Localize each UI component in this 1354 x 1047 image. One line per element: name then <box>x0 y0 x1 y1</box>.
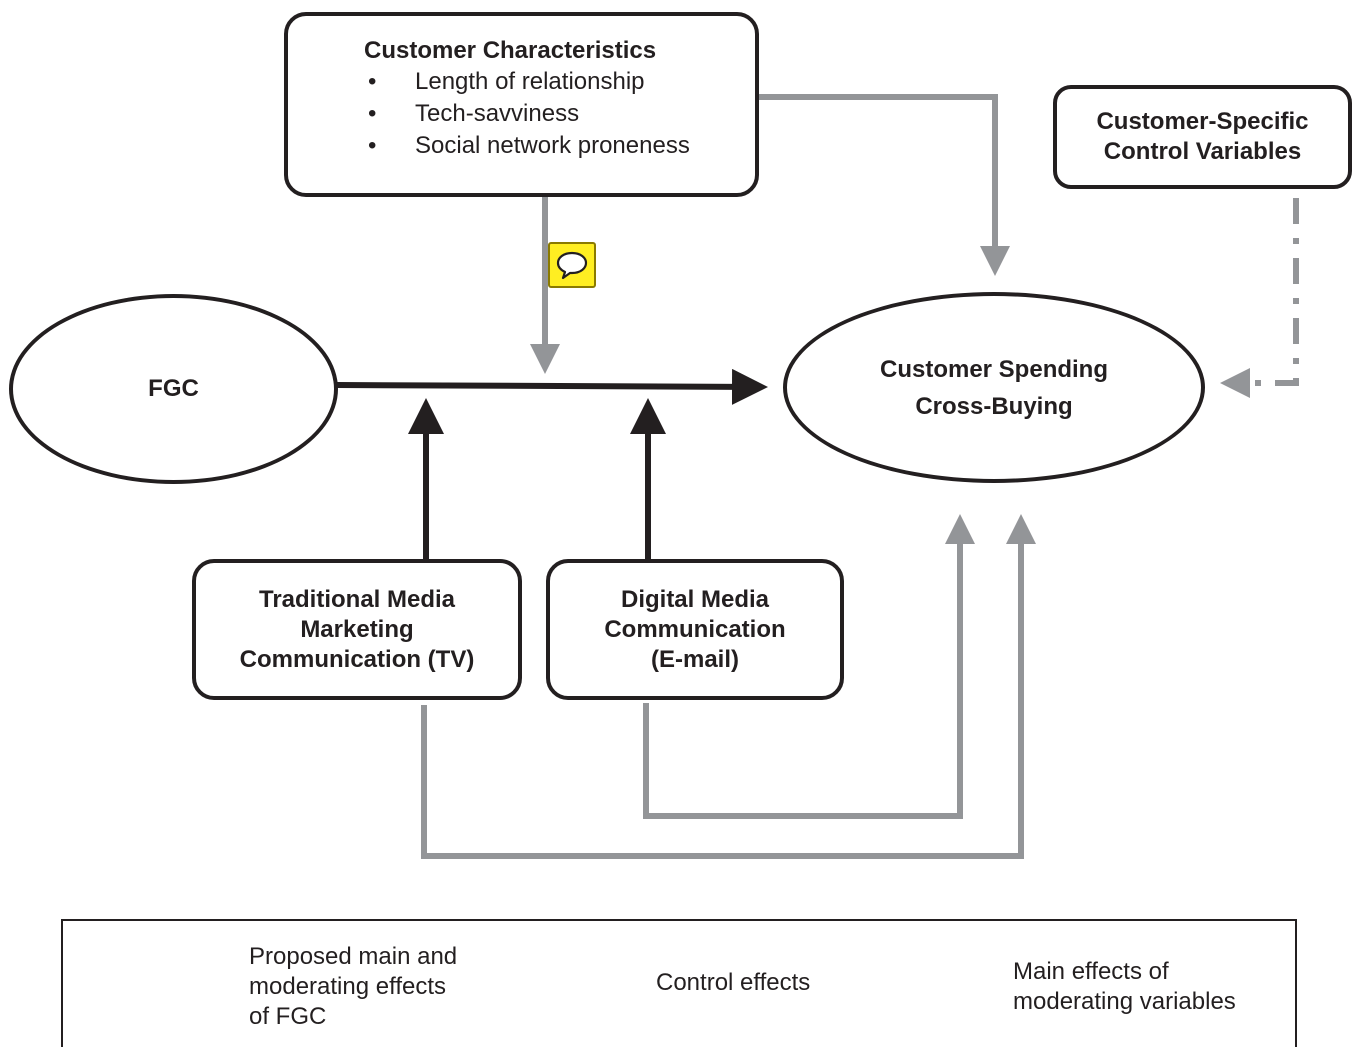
legend-main-line1: Proposed main and <box>249 943 458 970</box>
arrow-email-to-outcome <box>643 514 975 819</box>
list-item: • Length of relationship <box>366 66 755 98</box>
speech-bubble-icon[interactable] <box>548 242 596 288</box>
list-item: • Social network proneness <box>366 130 755 162</box>
customer-spending-node: Customer Spending Cross-Buying <box>783 292 1205 483</box>
traditional-media-line1: Traditional Media <box>258 585 456 613</box>
digital-media-box: Digital Media Communication (E-mail) <box>546 559 844 700</box>
traditional-media-line2: Marketing <box>300 615 414 643</box>
bullet-icon: • <box>368 132 377 159</box>
list-item-label: Social network proneness <box>415 132 690 159</box>
bullet-icon: • <box>368 68 377 95</box>
customer-characteristics-list: • Length of relationship • Tech-savvines… <box>366 66 755 162</box>
legend-moderating-line2: moderating variables <box>1013 988 1236 1015</box>
arrow-fgc-to-outcome <box>336 368 768 405</box>
legend-main-line3: of FGC <box>249 1003 327 1030</box>
list-item: • Tech-savviness <box>366 98 755 130</box>
speech-bubble-glyph <box>556 251 588 280</box>
traditional-media-box: Traditional Media Marketing Communicatio… <box>192 559 522 700</box>
customer-characteristics-title: Customer Characteristics <box>364 37 657 64</box>
legend-moderating-line1: Main effects of <box>1013 958 1169 985</box>
traditional-media-line3: Communication (TV) <box>239 645 475 673</box>
digital-media-line1: Digital Media <box>620 585 770 613</box>
digital-media-line3: (E-mail) <box>650 645 739 673</box>
arrow-tv-to-outcome <box>421 514 1036 859</box>
digital-media-line2: Communication <box>604 615 786 643</box>
bullet-icon: • <box>368 100 377 127</box>
control-variables-line2: Control Variables <box>1103 138 1302 165</box>
legend-main-line2: moderating effects <box>249 973 447 1000</box>
legend-main-label: Proposed main and moderating effects of … <box>249 942 457 1032</box>
legend-moderating-label: Main effects of moderating variables <box>1013 957 1236 1017</box>
fgc-node: FGC <box>9 294 338 484</box>
list-item-label: Length of relationship <box>415 68 645 95</box>
fgc-label: FGC <box>148 375 199 402</box>
customer-characteristics-box: Customer Characteristics • Length of rel… <box>284 12 759 197</box>
list-item-label: Tech-savviness <box>415 100 580 127</box>
legend-control-label: Control effects <box>656 969 811 996</box>
customer-spending-line1: Customer Spending <box>879 355 1108 383</box>
legend-box <box>61 919 1297 1047</box>
arrow-characteristics-to-outcome <box>758 94 1010 276</box>
control-variables-box: Customer-Specific Control Variables <box>1053 85 1352 189</box>
control-variables-line1: Customer-Specific <box>1096 108 1309 135</box>
cross-buying-line2: Cross-Buying <box>915 392 1073 420</box>
arrow-control-to-outcome <box>1220 198 1299 398</box>
